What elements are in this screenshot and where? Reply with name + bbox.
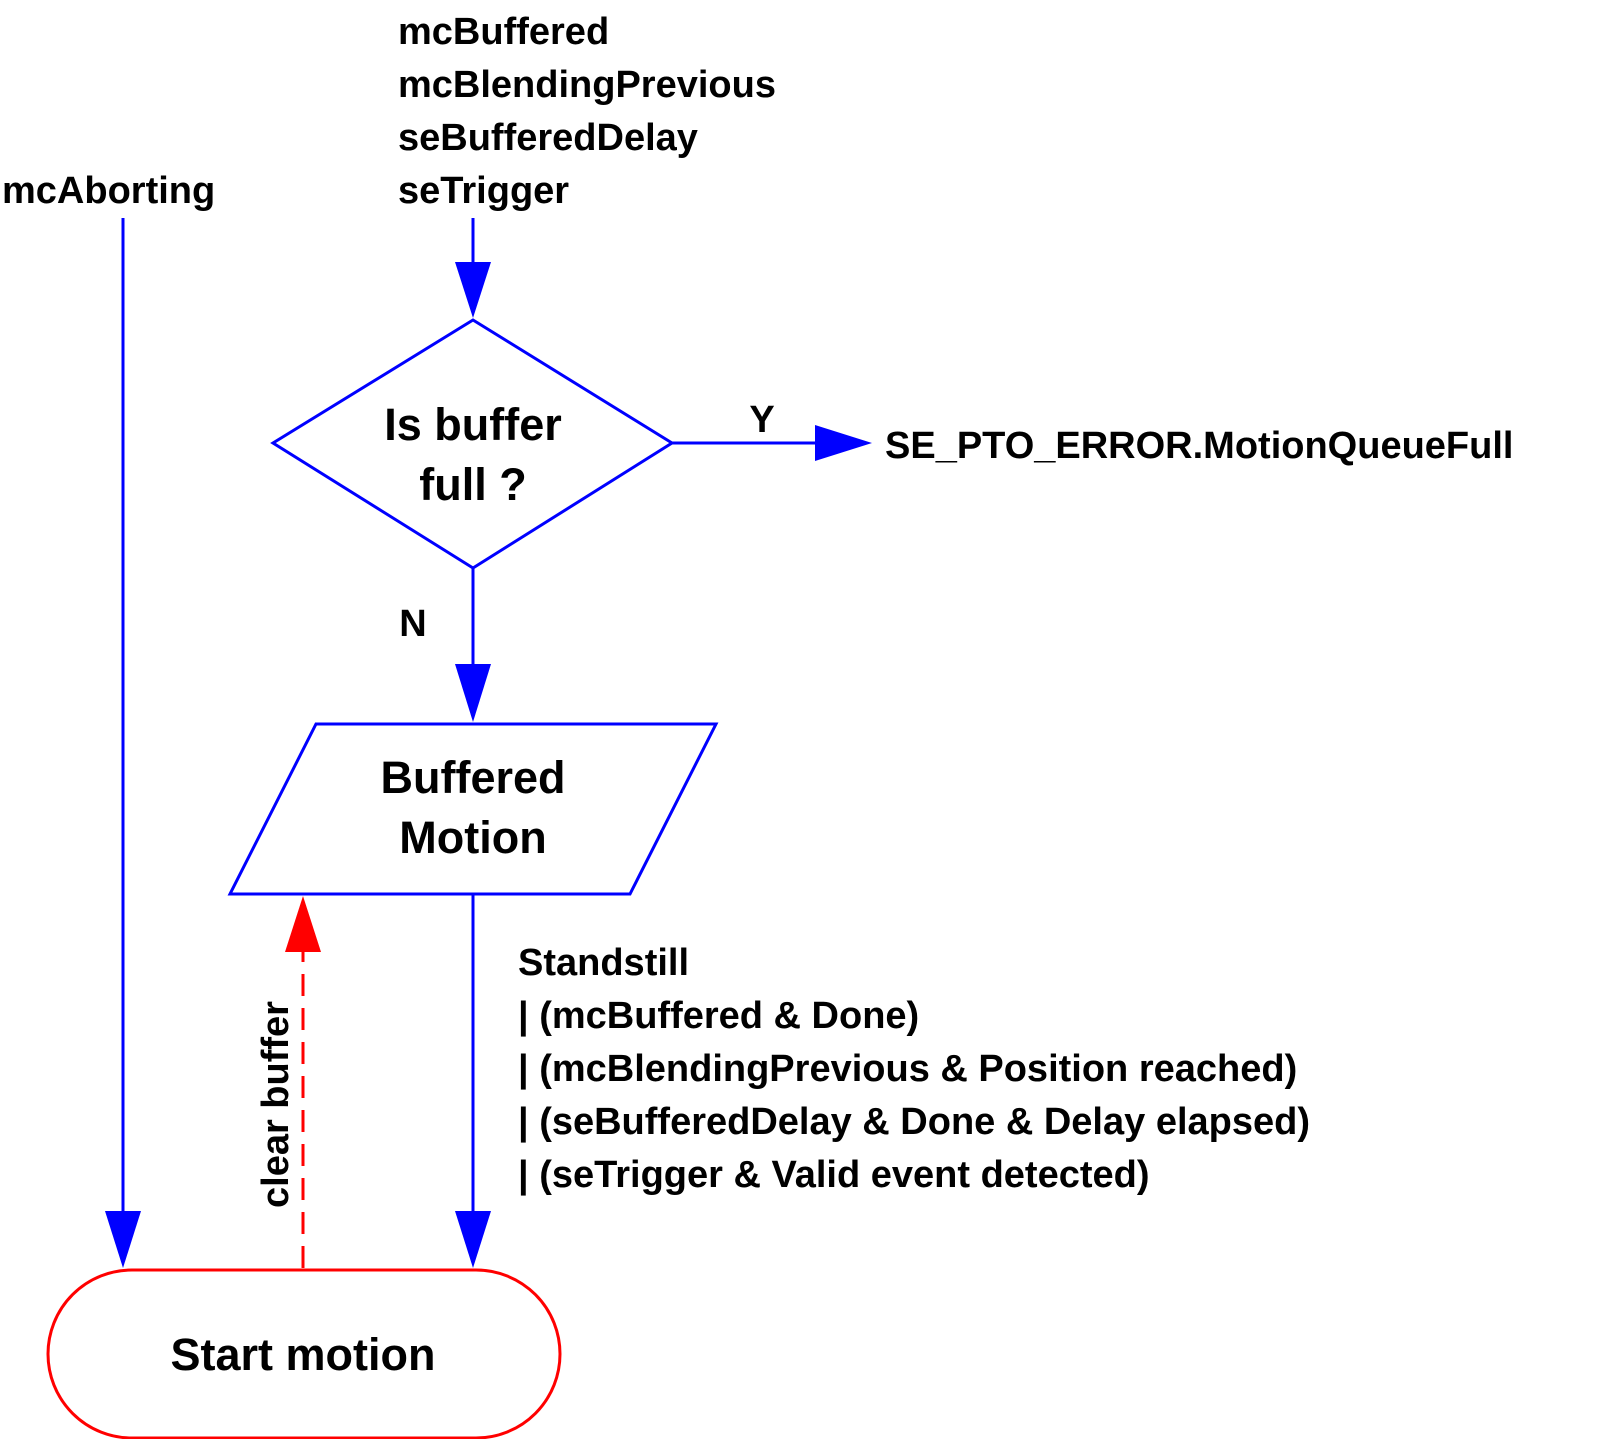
mode-label-sebuffereddelay: seBufferedDelay [398, 117, 698, 159]
condition-line-sebuffereddelay: | (seBufferedDelay & Done & Delay elapse… [518, 1101, 1310, 1143]
condition-line-standstill: Standstill [518, 942, 689, 984]
buffered-modes-label-group: mcBuffered mcBlendingPrevious seBuffered… [398, 11, 776, 212]
decision-label-line2: full ? [419, 459, 526, 510]
arrow-decision-yes [672, 425, 872, 461]
no-label: N [399, 603, 426, 645]
arrow-buffered-to-start [455, 894, 491, 1268]
condition-line-mcblendingprevious: | (mcBlendingPrevious & Position reached… [518, 1048, 1297, 1090]
transition-condition-group: Standstill | (mcBuffered & Done) | (mcBl… [518, 942, 1310, 1196]
mode-label-mcaborting: mcAborting [2, 170, 215, 212]
buffered-motion-label-line2: Motion [399, 812, 546, 863]
error-motion-queue-full: SE_PTO_ERROR.MotionQueueFull [885, 425, 1513, 467]
arrow-clear-buffer [285, 896, 321, 1268]
yes-label: Y [749, 399, 774, 441]
mode-label-mcbuffered: mcBuffered [398, 11, 609, 53]
condition-line-setrigger: | (seTrigger & Valid event detected) [518, 1154, 1150, 1196]
clear-buffer-label: clear buffer [255, 1001, 297, 1208]
buffered-motion-label-line1: Buffered [380, 752, 565, 803]
arrow-decision-no [455, 568, 491, 722]
buffered-motion-node: Buffered Motion [227, 722, 719, 896]
decision-label-line1: Is buffer [384, 399, 562, 450]
start-motion-label: Start motion [171, 1329, 436, 1380]
decision-is-buffer-full: Is buffer full ? [270, 318, 675, 570]
mode-label-setrigger: seTrigger [398, 170, 569, 212]
start-motion-node: Start motion [46, 1268, 562, 1439]
condition-line-mcbuffered: | (mcBuffered & Done) [518, 995, 919, 1037]
arrow-aborting-to-start [105, 218, 141, 1268]
mode-label-mcblendingprevious: mcBlendingPrevious [398, 64, 776, 106]
arrow-inputs-to-decision [455, 218, 491, 318]
